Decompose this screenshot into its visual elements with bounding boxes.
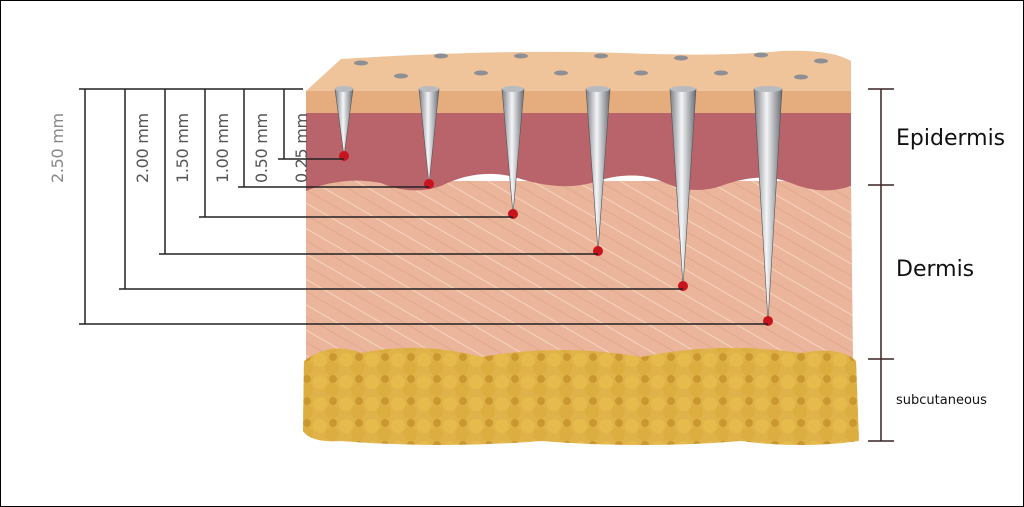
needle-base [586,86,610,92]
pore [394,73,408,79]
depth-dimension-lines [79,88,768,325]
needle-base [502,86,524,92]
needle-base [419,86,439,92]
pore [554,70,568,76]
pore [594,53,608,59]
depth-label: 2.00 mm [133,113,152,183]
skin-block [303,50,859,445]
label-dermis: Dermis [896,257,975,282]
pore [514,53,528,59]
label-epidermis: Epidermis [896,126,1006,151]
pore [434,53,448,59]
surface-pores [354,52,828,80]
needle-base [670,86,696,92]
depth-label: 1.00 mm [213,113,232,183]
needle-base [754,86,782,92]
needle-base [335,86,353,92]
pore [674,55,688,61]
pore [354,60,368,66]
depth-label: 1.50 mm [173,113,192,183]
depth-label: 0.50 mm [252,113,271,183]
layer-bracket [868,88,894,442]
epidermis-layer [306,111,851,191]
depth-label: 2.50 mm [48,113,67,183]
pore [794,74,808,80]
depth-label: 0.25 mm [292,113,311,183]
pore [474,70,488,76]
label-subcutaneous: subcutaneous [896,393,987,408]
pore [754,52,768,58]
pore [634,70,648,76]
pore [814,58,828,64]
pore [714,70,728,76]
